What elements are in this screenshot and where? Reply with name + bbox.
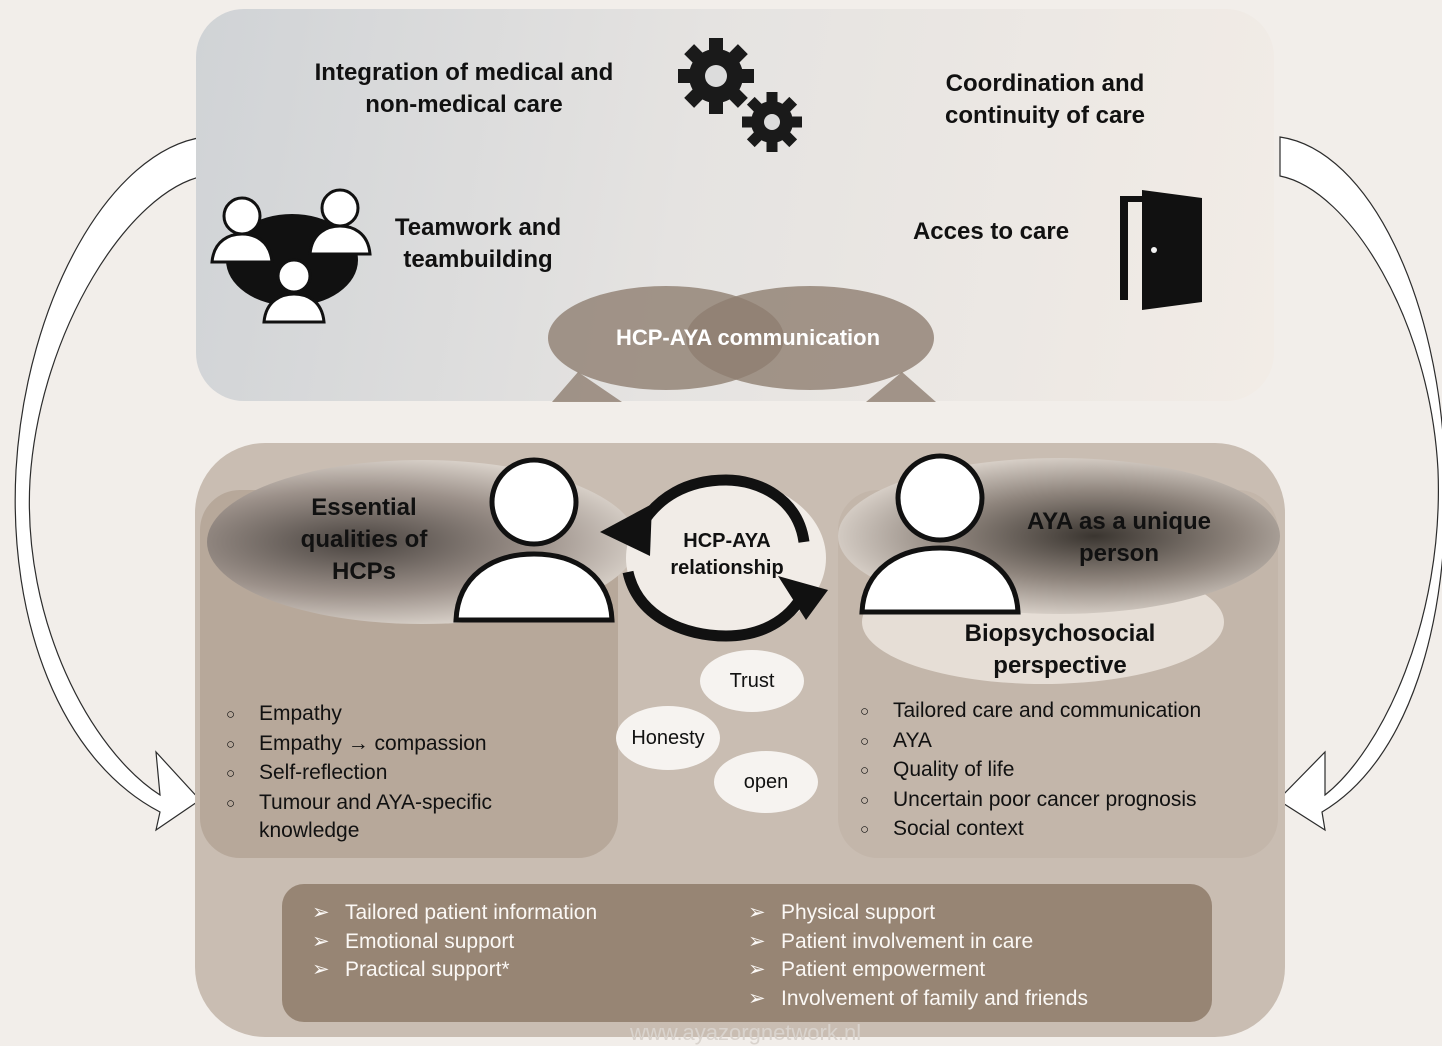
team-icon [210, 188, 372, 324]
list-item-text: Quality of life [893, 758, 1015, 782]
gears-icon [678, 38, 802, 152]
list-item-text: Uncertain poor cancer prognosis [893, 787, 1197, 811]
list-item-text: Tumour and AYA-specific knowledge [259, 789, 492, 846]
circle-bullet-icon: ○ [860, 732, 870, 750]
coordination-line-1: Coordination and [945, 70, 1145, 97]
hcp-qualities-list: ○ Empathy ○ Empathy → compassion ○ Self-ref… [226, 700, 606, 846]
circle-bullet-icon: ○ [860, 821, 870, 839]
list-item-text: Social context [893, 817, 1024, 841]
aya-title: AYA as a unique person [990, 506, 1248, 570]
circle-bullet-icon: ○ [860, 762, 870, 780]
list-item-text: Empathy [259, 702, 342, 725]
list-item: ○ Uncertain poor cancer prognosis [860, 786, 1280, 816]
list-item: ○ Social context [860, 815, 1280, 845]
list-item: ○ Tailored care and communication [860, 697, 1280, 727]
list-item-text: Patient involvement in care [781, 929, 1034, 953]
list-item-text: Self-reflection [259, 761, 388, 785]
teamwork-line-2: teambuilding [403, 246, 553, 273]
honesty-bubble: Honesty [616, 706, 720, 770]
integration-line-2: non-medical care [365, 91, 563, 118]
coordination-line-2: continuity of care [944, 102, 1146, 129]
list-item-text: Emotional support [345, 929, 515, 953]
list-item: ➢ Emotional support [312, 928, 732, 957]
relationship-line-1: HCP-AYA [683, 530, 771, 552]
list-item: ○ Quality of life [860, 756, 1280, 786]
support-list-left: ➢ Tailored patient information ➢ Emotional… [312, 899, 732, 985]
circle-bullet-icon: ○ [226, 706, 236, 723]
communication-bubbles [548, 286, 936, 402]
arrowhead-bullet-icon: ➢ [748, 986, 766, 1010]
biopsychosocial-line-2: perspective [993, 652, 1127, 679]
relationship-label: HCP-AYA relationship [642, 528, 812, 582]
integration-line-1: Integration of medical and [314, 59, 614, 86]
teamwork-title: Teamwork and teambuilding [376, 212, 580, 276]
list-item: ➢ Practical support* [312, 956, 732, 985]
list-item-text: Physical support [781, 901, 936, 924]
list-item-text: AYA [893, 728, 932, 752]
watermark: www.ayazorgnetwork.nl [630, 1020, 862, 1045]
access-title: Acces to care [912, 218, 1070, 245]
relationship-line-2: relationship [670, 557, 784, 579]
list-item: ○ Self-reflection [226, 759, 606, 789]
open-bubble: open [714, 751, 818, 813]
circle-bullet-icon: ○ [226, 765, 236, 783]
list-item: ➢ Patient involvement in care [748, 928, 1198, 957]
list-item: ➢ Tailored patient information [312, 899, 732, 928]
list-item: ➢ Patient empowerment [748, 956, 1198, 985]
aya-title-line-2: person [1078, 540, 1159, 567]
person-icon [859, 453, 1021, 615]
hcp-title-line-3: HCPs [331, 558, 397, 585]
circle-bullet-icon: ○ [860, 791, 870, 809]
arrowhead-bullet-icon: ➢ [748, 901, 766, 924]
arrowhead-bullet-icon: ➢ [748, 958, 766, 982]
support-box [282, 884, 1212, 1022]
biopsychosocial-line-1: Biopsychosocial [964, 620, 1156, 647]
biopsychosocial-title: Biopsychosocial perspective [930, 618, 1190, 682]
circle-bullet-icon: ○ [226, 794, 236, 812]
list-item: ○ Tumour and AYA-specific knowledge [226, 789, 606, 846]
arrowhead-bullet-icon: ➢ [312, 901, 330, 924]
aya-list: ○ Tailored care and communication ○ AYA ○ Q… [860, 697, 1280, 845]
arrowhead-bullet-icon: ➢ [312, 958, 330, 982]
hcp-title: Essential qualities of HCPs [264, 492, 464, 588]
list-item-text: Patient empowerment [781, 958, 986, 982]
coordination-title: Coordination and continuity of care [905, 68, 1185, 132]
person-icon [453, 457, 615, 623]
list-item-text: Tailored patient information [345, 901, 598, 924]
aya-title-line-1: AYA as a unique [1026, 508, 1212, 535]
teamwork-line-1: Teamwork and [394, 214, 562, 241]
list-item-text-line-2: knowledge [259, 819, 360, 843]
communication-label: HCP-AYA communication [615, 325, 881, 350]
arrowhead-bullet-icon: ➢ [312, 929, 330, 953]
list-item: ○ AYA [860, 727, 1280, 757]
list-item-text: Tailored care and communication [893, 699, 1202, 722]
circle-bullet-icon: ○ [860, 703, 870, 720]
list-item-text: Empathy → compassion [259, 731, 487, 755]
arrowhead-bullet-icon: ➢ [748, 929, 766, 953]
list-item: ➢ Involvement of family and friends [748, 985, 1198, 1014]
list-item: ○ Empathy → compassion [226, 730, 606, 760]
list-item-text: Involvement of family and friends [781, 986, 1088, 1010]
trust-bubble: Trust [700, 650, 804, 712]
hcp-title-line-2: qualities of [300, 526, 428, 553]
list-item-text-line-1: Tumour and AYA-specific [259, 790, 493, 814]
list-item-text: Practical support* [345, 958, 510, 982]
list-item: ○ Empathy [226, 700, 606, 730]
hcp-title-line-1: Essential [311, 494, 417, 521]
integration-title: Integration of medical and non-medical c… [280, 57, 648, 121]
support-list-right: ➢ Physical support ➢ Patient involvement i… [748, 899, 1198, 1013]
list-item: ➢ Physical support [748, 899, 1198, 928]
circle-bullet-icon: ○ [226, 735, 236, 753]
cycle-arrows-icon [600, 474, 828, 642]
door-icon [1120, 190, 1202, 310]
